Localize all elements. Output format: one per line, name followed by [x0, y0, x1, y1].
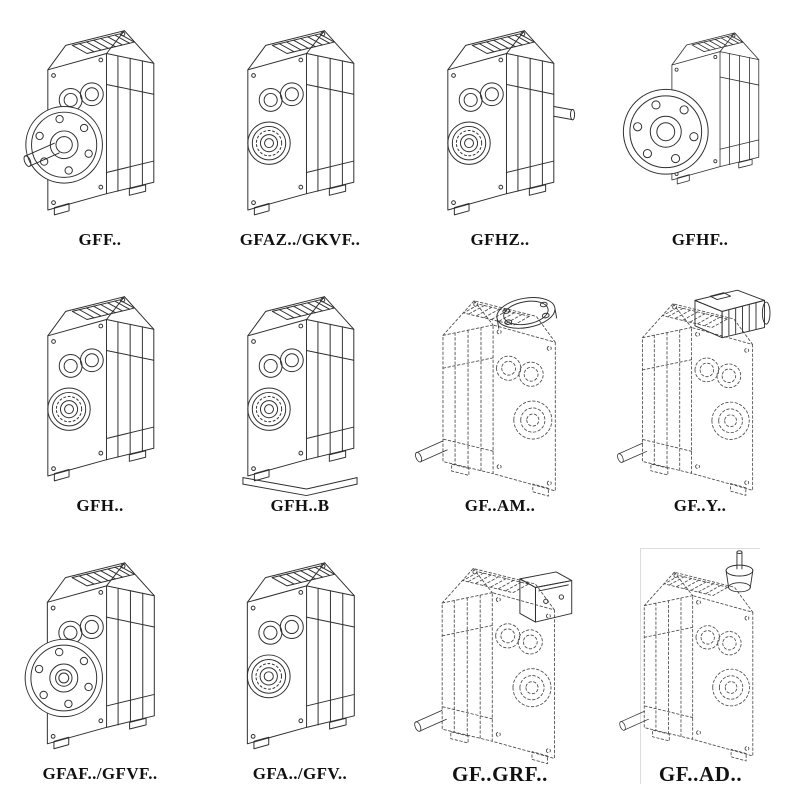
gearbox-gff-drawing: [22, 30, 155, 216]
catalog-cell: GFF..: [22, 16, 160, 250]
gearbox-gfh-drawing: [47, 296, 155, 482]
catalog-cell: GFHZ..: [440, 16, 576, 250]
model-label: GF..AD..: [658, 762, 743, 786]
gearbox-gfhf-drawing: [622, 32, 760, 185]
catalog-cell: GFH..: [40, 282, 160, 516]
catalog-cell: GFH..B: [240, 282, 360, 516]
model-label: GF..Y..: [673, 496, 727, 515]
gearbox-gf-am-drawing: [413, 292, 558, 497]
gearbox-gfaz-gkvf-drawing: [247, 30, 355, 216]
catalog-cell: GF..GRF..: [412, 548, 573, 786]
gearbox-gf-ad-drawing: [617, 550, 753, 762]
gearbox-gfa-gfv-drawing: [246, 562, 355, 750]
catalog-cell: GF..AM..: [413, 282, 560, 516]
model-label: GFHZ..: [470, 230, 530, 249]
gearbox-gfh-b-drawing: [242, 296, 358, 497]
catalog-cell: GFAF../GFVF..: [24, 548, 160, 784]
gearbox-gfhz-drawing: [447, 30, 576, 216]
gearbox-gf-grf-drawing: [412, 568, 573, 765]
model-label: GFHF..: [671, 230, 729, 249]
model-label: GF..GRF..: [451, 762, 549, 786]
gearbox-gfaf-gfvf-drawing: [24, 562, 155, 750]
catalog-cell: GFA../GFV..: [240, 548, 360, 784]
gearbox-gf-y-drawing: [615, 289, 771, 496]
catalog-cell: GF..AD..: [617, 548, 760, 786]
model-label: GF..AM..: [464, 496, 536, 515]
model-label: GFAF../GFVF..: [42, 764, 158, 783]
model-label: GFH..: [76, 496, 124, 515]
model-label: GFF..: [78, 230, 122, 249]
model-label: GFH..B: [270, 496, 330, 515]
catalog-cell: GFAZ../GKVF..: [240, 16, 360, 250]
model-label: GFAZ../GKVF..: [239, 230, 361, 249]
model-label: GFA../GFV..: [252, 764, 348, 783]
catalog-cell: GFHF..: [622, 16, 760, 250]
catalog-cell: GF..Y..: [615, 282, 771, 516]
